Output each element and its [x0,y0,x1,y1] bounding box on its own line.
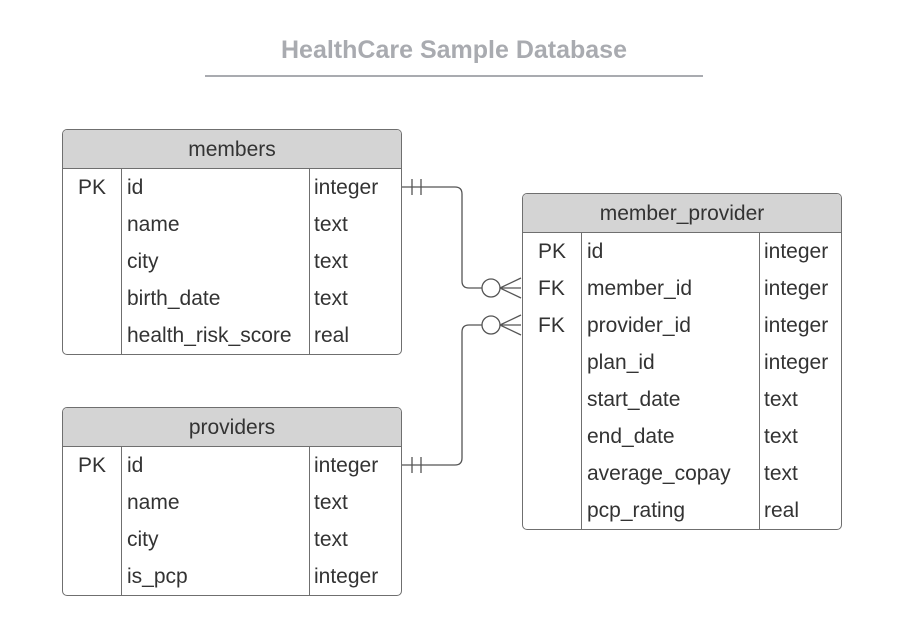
member-provider-row-average-copay: average_copay text [523,455,841,492]
key-label: FK [538,277,565,300]
diagram-title: HealthCare Sample Database [281,36,627,64]
column-type: integer [314,565,379,588]
connector-line [402,324,521,466]
crow-foot-upper [499,314,522,326]
column-type: integer [764,351,829,374]
column-name: pcp_rating [587,499,686,522]
column-type: integer [764,277,829,300]
providers-row-is-pcp: is_pcp integer [63,558,401,595]
member-provider-table-header: member_provider [523,194,841,233]
column-type: integer [764,314,829,337]
type-column-divider [309,447,310,595]
members-row-name: name text [63,206,401,243]
column-name: id [127,176,144,199]
type-column-divider [759,233,760,529]
member-provider-table: member_provider PK id integer FK member_… [522,193,842,530]
column-type: text [314,213,348,236]
column-name: name [127,213,180,236]
key-column-divider [121,169,122,354]
members-to-member-provider-connector [402,179,522,299]
column-name: city [127,250,159,273]
providers-to-member-provider-connector [402,314,522,473]
column-name: plan_id [587,351,655,374]
column-type: text [764,462,798,485]
title-underline [205,75,703,77]
column-type: text [314,491,348,514]
providers-row-name: name text [63,484,401,521]
key-label: PK [538,240,567,263]
member-provider-row-id: PK id integer [523,233,841,270]
column-name: provider_id [587,314,691,337]
column-name: health_risk_score [127,324,292,347]
providers-table-header: providers [63,408,401,447]
members-row-city: city text [63,243,401,280]
column-name: average_copay [587,462,731,485]
zero-circle [481,278,501,298]
column-type: text [314,250,348,273]
column-name: id [587,240,604,263]
member-provider-row-pcp-rating: pcp_rating real [523,492,841,529]
crow-foot-lower [499,287,522,299]
type-column-divider [309,169,310,354]
key-label: PK [78,176,107,199]
column-type: integer [314,176,379,199]
member-provider-row-plan-id: plan_id integer [523,344,841,381]
member-provider-row-member-id: FK member_id integer [523,270,841,307]
connector-line [402,186,521,289]
providers-row-id: PK id integer [63,447,401,484]
column-name: is_pcp [127,565,188,588]
zero-circle [481,315,501,335]
key-label: PK [78,454,107,477]
key-column-divider [581,233,582,529]
members-row-id: PK id integer [63,169,401,206]
column-name: city [127,528,159,551]
crow-foot-lower [499,324,522,336]
members-table: members PK id integer name text city tex… [62,129,402,355]
member-provider-row-provider-id: FK provider_id integer [523,307,841,344]
column-type: text [314,287,348,310]
column-name: member_id [587,277,693,300]
column-type: integer [764,240,829,263]
column-type: integer [314,454,379,477]
column-name: id [127,454,144,477]
column-name: name [127,491,180,514]
providers-row-city: city text [63,521,401,558]
column-type: real [764,499,800,522]
column-type: text [764,425,798,448]
column-type: text [314,528,348,551]
key-column-divider [121,447,122,595]
column-name: start_date [587,388,681,411]
column-type: real [314,324,350,347]
member-provider-row-end-date: end_date text [523,418,841,455]
members-row-health-risk-score: health_risk_score real [63,317,401,354]
crow-foot-upper [499,277,522,289]
providers-table: providers PK id integer name text city t… [62,407,402,596]
column-type: text [764,388,798,411]
column-name: birth_date [127,287,221,310]
column-name: end_date [587,425,675,448]
members-table-header: members [63,130,401,169]
key-label: FK [538,314,565,337]
member-provider-row-start-date: start_date text [523,381,841,418]
members-row-birth-date: birth_date text [63,280,401,317]
